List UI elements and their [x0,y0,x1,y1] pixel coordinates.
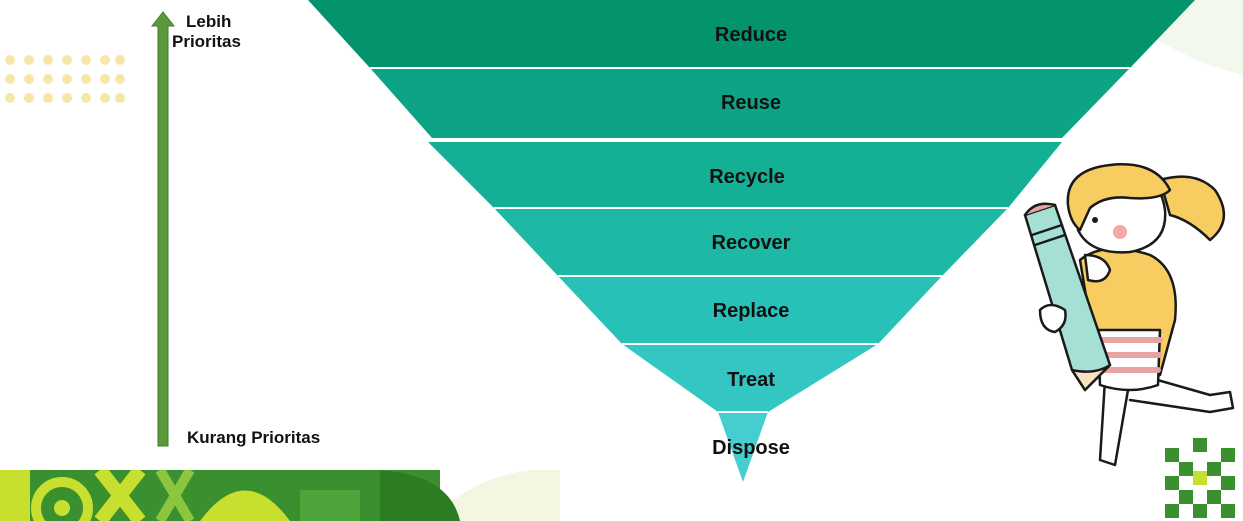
priority-top-label-line2: Prioritas [172,32,241,51]
level-label-replace: Replace [712,300,790,322]
level-label-recycle: Recycle [709,166,785,188]
priority-bottom-label: Kurang Prioritas [187,428,321,447]
priority-arrow [150,11,176,447]
level-band-dispose [718,412,768,482]
level-label-dispose: Dispose [712,437,790,459]
brand-pattern-corner [1160,438,1243,521]
level-band-reuse [370,68,1130,138]
dot-pattern-decoration [5,55,125,103]
brand-pattern-banner [0,470,460,521]
level-band-replace [558,276,942,344]
level-label-reuse: Reuse [720,92,782,114]
level-band-treat [622,344,878,412]
level-band-recover [494,208,1008,276]
level-band-recycle [428,142,1062,208]
eye-icon [1092,217,1098,223]
level-band-reduce [308,0,1195,68]
level-label-recover: Recover [711,232,791,254]
level-label-reduce: Reduce [714,24,788,46]
girl-with-pencil-illustration [1023,163,1235,467]
priority-top-label: Lebih Prioritas [172,12,241,52]
cheek-icon [1113,225,1127,239]
priority-top-label-line1: Lebih [186,12,232,31]
level-label-treat: Treat [727,369,775,391]
